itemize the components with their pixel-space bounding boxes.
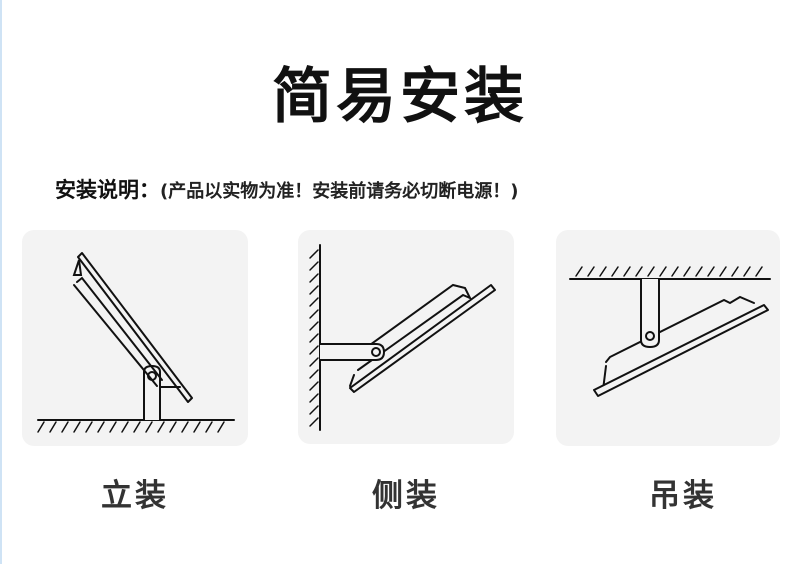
install-note-label: 安装说明： bbox=[55, 178, 160, 202]
wall-mount-card bbox=[298, 230, 514, 444]
install-note-detail: (产品以实物为准！安装前请务必切断电源！) bbox=[160, 181, 519, 202]
page-title: 简易安装 bbox=[272, 62, 528, 132]
wall-mount-icon bbox=[309, 244, 496, 431]
ceiling-mount-icon bbox=[569, 266, 771, 397]
ceiling-mount-card bbox=[556, 230, 780, 446]
left-edge-line bbox=[0, 0, 2, 564]
wall-mount-label: 侧装 bbox=[372, 478, 440, 514]
ground-mount-icon bbox=[37, 252, 235, 433]
install-note: 安装说明：(产品以实物为准！安装前请务必切断电源！) bbox=[55, 174, 518, 204]
ceiling-mount-label: 吊装 bbox=[649, 478, 717, 514]
ground-mount-card bbox=[22, 230, 248, 446]
ground-mount-label: 立装 bbox=[101, 478, 169, 514]
